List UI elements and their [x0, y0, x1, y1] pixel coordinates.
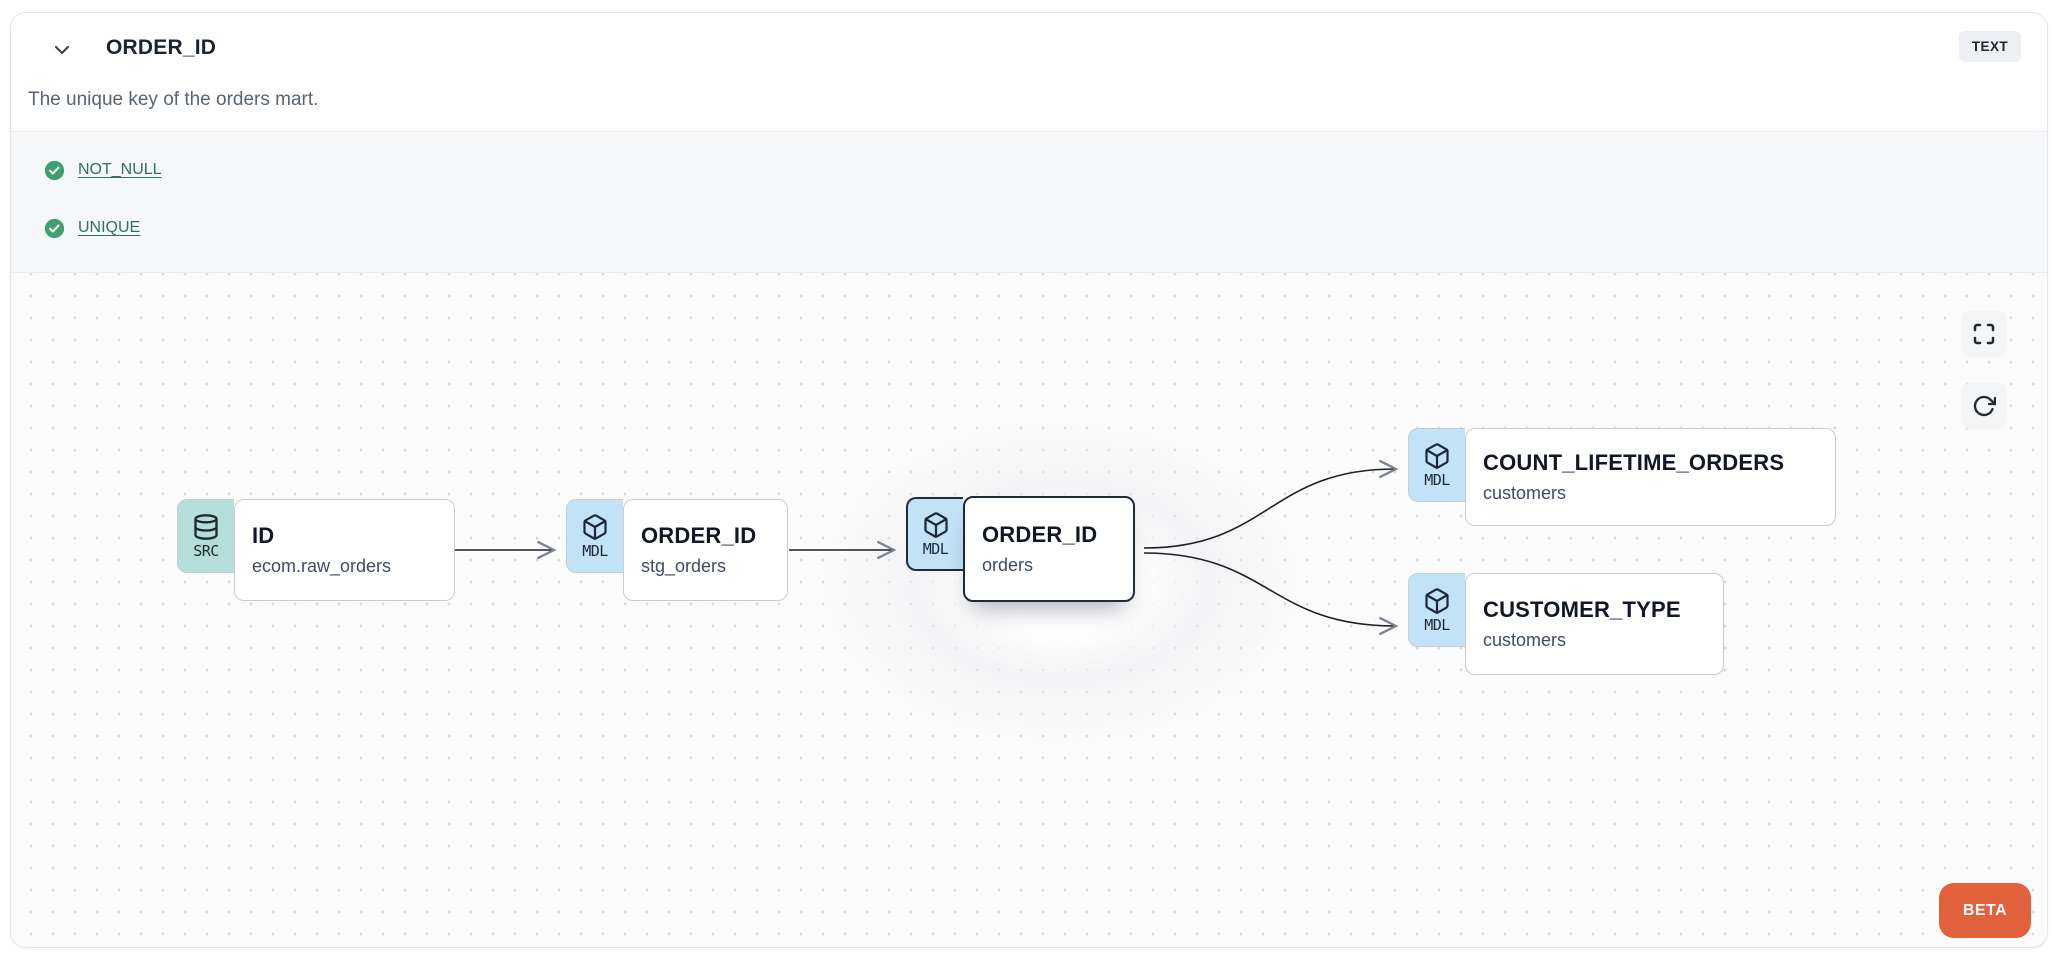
node-subtitle: stg_orders — [641, 556, 727, 576]
node-subtitle: customers — [1483, 630, 1567, 650]
edge-orders-to-count-lifetime — [1143, 469, 1395, 549]
fullscreen-button[interactable] — [1961, 311, 2007, 357]
fullscreen-icon — [1973, 323, 1995, 345]
refresh-button[interactable] — [1961, 383, 2007, 429]
node-badge-mdl: MDL — [906, 497, 963, 571]
node-badge-mdl: MDL — [1408, 573, 1465, 647]
node-title: ID — [252, 523, 275, 548]
cube-icon — [923, 511, 948, 538]
node-badge-src: SRC — [177, 499, 234, 573]
test-row-unique: UNIQUE — [44, 216, 2047, 240]
column-description: The unique key of the orders mart. — [28, 89, 319, 110]
lineage-edges — [455, 273, 2048, 948]
test-link-unique[interactable]: UNIQUE — [78, 219, 141, 236]
cube-icon — [1425, 442, 1449, 469]
node-subtitle: ecom.raw_orders — [252, 556, 392, 576]
column-detail-panel: ORDER_ID TEXT The unique key of the orde… — [10, 12, 2048, 948]
check-circle-icon — [44, 218, 65, 238]
chevron-down-icon — [54, 45, 70, 55]
cube-icon — [1425, 587, 1449, 614]
node-title: ORDER_ID — [982, 522, 1098, 547]
node-badge-mdl: MDL — [566, 499, 623, 573]
badge-label: MDL — [1424, 470, 1450, 489]
node-title: CUSTOMER_TYPE — [1483, 597, 1681, 622]
column-title: ORDER_ID — [106, 36, 217, 59]
database-icon — [194, 513, 218, 540]
beta-badge: BETA — [1939, 883, 2031, 938]
badge-label: MDL — [1424, 615, 1450, 634]
node-customer-type-customers[interactable]: MDL CUSTOMER_TYPE customers — [1408, 573, 1724, 675]
badge-label: MDL — [922, 539, 949, 558]
node-order-id-orders-selected[interactable]: MDL ORDER_ID orders — [906, 496, 1135, 602]
node-count-lifetime-orders-customers[interactable]: MDL COUNT_LIFETIME_ORDERS customers — [1408, 428, 1836, 526]
check-circle-icon — [44, 160, 65, 180]
test-link-not-null[interactable]: NOT_NULL — [78, 161, 162, 178]
node-id-ecom-raw-orders[interactable]: SRC ID ecom.raw_orders — [177, 499, 455, 601]
badge-label: MDL — [582, 541, 608, 560]
node-badge-mdl: MDL — [1408, 428, 1465, 502]
tests-section: NOT_NULL UNIQUE — [11, 131, 2047, 273]
collapse-chevron-button[interactable] — [47, 35, 77, 65]
badge-label: SRC — [193, 541, 219, 560]
node-title: COUNT_LIFETIME_ORDERS — [1483, 450, 1785, 475]
node-title: ORDER_ID — [641, 523, 757, 548]
node-subtitle: customers — [1483, 483, 1567, 503]
edge-orders-to-customer-type — [1143, 552, 1395, 626]
header: ORDER_ID TEXT The unique key of the orde… — [11, 13, 2047, 131]
refresh-icon — [1973, 395, 1996, 417]
cube-icon — [583, 513, 607, 540]
node-subtitle: orders — [982, 555, 1034, 575]
node-order-id-stg-orders[interactable]: MDL ORDER_ID stg_orders — [566, 499, 788, 601]
test-row-not-null: NOT_NULL — [44, 158, 2047, 182]
column-type-badge: TEXT — [1958, 31, 2021, 62]
lineage-canvas[interactable]: SRC ID ecom.raw_orders MDL ORDER_ID stg_… — [11, 273, 2048, 948]
